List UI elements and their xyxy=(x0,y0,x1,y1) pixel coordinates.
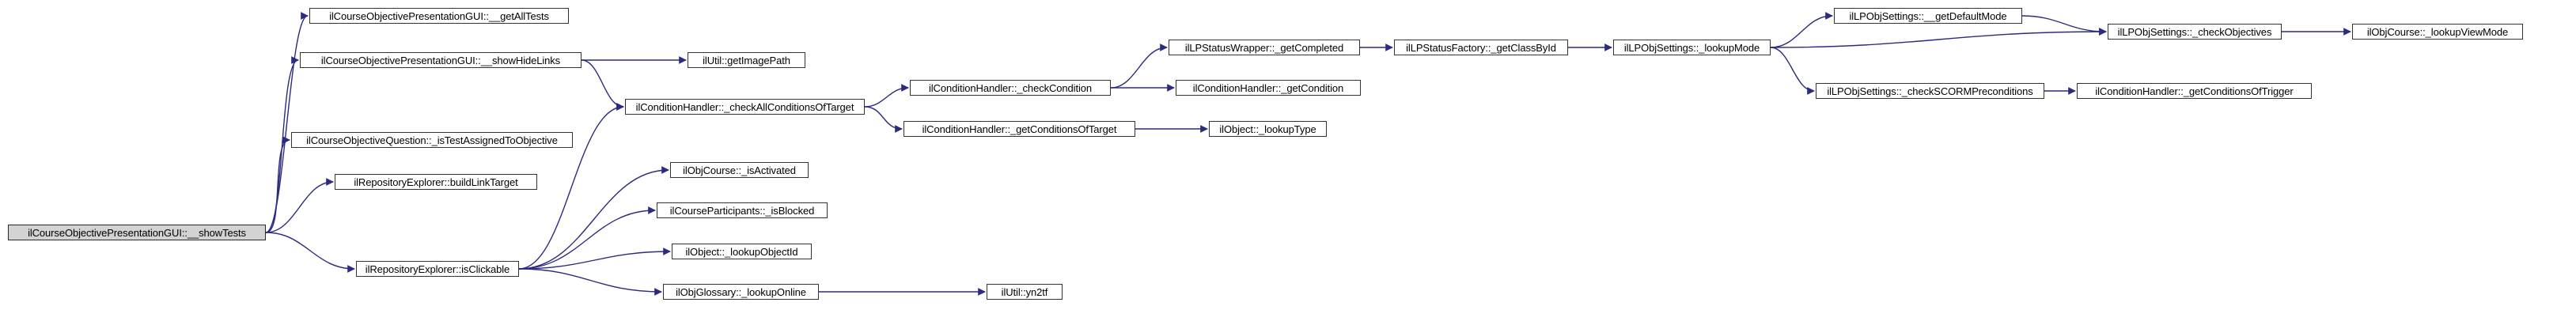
graph-node-label: ilCourseObjectivePresentationGUI::__show… xyxy=(28,226,246,239)
graph-edge xyxy=(1770,12,1833,48)
graph-node[interactable]: ilConditionHandler::_getConditionsOfTrig… xyxy=(2077,83,2312,99)
graph-node[interactable]: ilLPStatusWrapper::_getCompleted xyxy=(1169,40,1360,55)
graph-edge xyxy=(265,136,290,233)
graph-node[interactable]: ilLPObjSettings::__getDefaultMode xyxy=(1834,8,2022,24)
graph-node[interactable]: ilCourseParticipants::_isBlocked xyxy=(657,202,828,218)
graph-node-label: ilLPStatusWrapper::_getCompleted xyxy=(1184,41,1344,54)
graph-node[interactable]: ilObject::_lookupObjectId xyxy=(672,244,812,259)
graph-edge xyxy=(2021,15,2107,36)
graph-node[interactable]: ilLPObjSettings::_checkObjectives xyxy=(2108,24,2282,40)
graph-node[interactable]: ilCourseObjectiveQuestion::_isTestAssign… xyxy=(291,132,573,148)
graph-node[interactable]: ilCourseObjectivePresentationGUI::__show… xyxy=(300,52,581,68)
graph-node[interactable]: ilCourseObjectivePresentationGUI::__getA… xyxy=(309,8,569,24)
graph-edge xyxy=(864,106,903,133)
graph-edge xyxy=(518,248,671,270)
graph-edge xyxy=(864,84,909,108)
graph-node-label: ilObjGlossary::_lookupOnline xyxy=(676,285,806,298)
graph-edge xyxy=(518,206,656,270)
graph-node-label: ilConditionHandler::_checkAllConditionsO… xyxy=(635,100,854,113)
graph-node-label: ilCourseObjectiveQuestion::_isTestAssign… xyxy=(306,134,558,146)
graph-node-label: ilLPObjSettings::_checkObjectives xyxy=(2117,25,2272,38)
graph-node[interactable]: ilUtil::yn2tf xyxy=(987,284,1063,300)
graph-edge xyxy=(265,232,355,273)
graph-edge xyxy=(581,59,624,111)
graph-node-label: ilConditionHandler::_getCondition xyxy=(1192,81,1344,94)
graph-edge xyxy=(1770,47,1815,95)
graph-node-label: ilConditionHandler::_getConditionsOfTarg… xyxy=(922,123,1117,135)
graph-node-label: ilLPObjSettings::_checkSCORMPrecondition… xyxy=(1827,85,2033,97)
graph-node[interactable]: ilObjCourse::_lookupViewMode xyxy=(2352,24,2523,40)
graph-edge xyxy=(1110,43,1168,89)
graph-edge xyxy=(265,12,309,233)
graph-node-root[interactable]: ilCourseObjectivePresentationGUI::__show… xyxy=(8,225,266,240)
graph-node[interactable]: ilObjCourse::_isActivated xyxy=(670,162,809,178)
graph-node[interactable]: ilObject::_lookupType xyxy=(1209,121,1327,137)
graph-node-label: ilCourseObjectivePresentationGUI::__show… xyxy=(320,54,561,66)
graph-node-label: ilLPStatusFactory::_getClassById xyxy=(1406,41,1556,54)
graph-edge xyxy=(518,166,669,270)
graph-node[interactable]: ilLPObjSettings::_lookupMode xyxy=(1613,40,1771,55)
graph-node-label: ilObjCourse::_isActivated xyxy=(683,164,796,176)
graph-node[interactable]: ilConditionHandler::_checkAllConditionsO… xyxy=(625,99,865,115)
graph-node[interactable]: ilRepositoryExplorer::isClickable xyxy=(356,261,519,277)
graph-node[interactable]: ilConditionHandler::_getCondition xyxy=(1176,80,1361,96)
graph-node-label: ilUtil::getImagePath xyxy=(703,54,790,66)
graph-node-label: ilObject::_lookupObjectId xyxy=(685,245,798,258)
graph-node-label: ilLPObjSettings::__getDefaultMode xyxy=(1849,9,2007,22)
graph-edge xyxy=(265,178,334,233)
graph-node[interactable]: ilLPObjSettings::_checkSCORMPrecondition… xyxy=(1816,83,2044,99)
graph-node[interactable]: ilConditionHandler::_getConditionsOfTarg… xyxy=(903,121,1135,137)
graph-node-label: ilCourseObjectivePresentationGUI::__getA… xyxy=(329,9,549,22)
graph-node-label: ilUtil::yn2tf xyxy=(1001,285,1048,298)
graph-edge xyxy=(1770,28,2107,48)
graph-node-label: ilCourseParticipants::_isBlocked xyxy=(669,204,815,217)
graph-node-label: ilObject::_lookupType xyxy=(1219,123,1316,135)
graph-node-label: ilConditionHandler::_checkCondition xyxy=(928,81,1093,94)
graph-node[interactable]: ilConditionHandler::_checkCondition xyxy=(910,80,1111,96)
graph-node-label: ilRepositoryExplorer::buildLinkTarget xyxy=(354,176,518,188)
graph-node-label: ilLPObjSettings::_lookupMode xyxy=(1623,41,1760,54)
graph-node-label: ilRepositoryExplorer::isClickable xyxy=(365,263,510,275)
graph-node[interactable]: ilObjGlossary::_lookupOnline xyxy=(663,284,819,300)
graph-node[interactable]: ilUtil::getImagePath xyxy=(688,52,805,68)
graph-node[interactable]: ilRepositoryExplorer::buildLinkTarget xyxy=(335,174,537,190)
graph-edge xyxy=(518,268,662,296)
graph-node-label: ilConditionHandler::_getConditionsOfTrig… xyxy=(2095,85,2294,97)
graph-node[interactable]: ilLPStatusFactory::_getClassById xyxy=(1394,40,1568,55)
graph-node-label: ilObjCourse::_lookupViewMode xyxy=(2366,25,2509,38)
